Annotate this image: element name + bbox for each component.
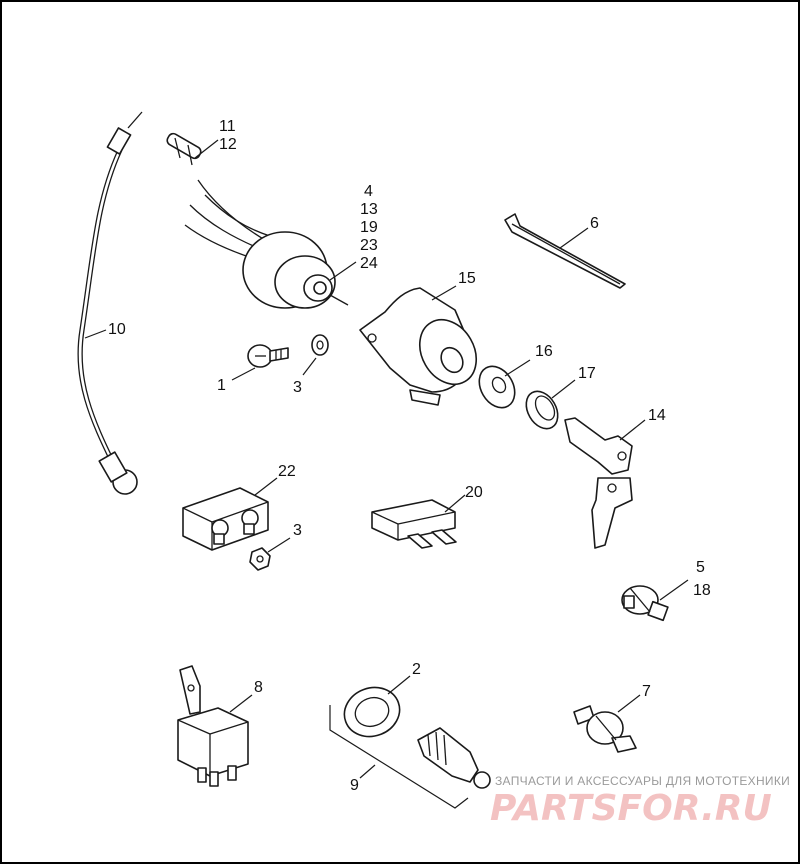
callout-15: 15 <box>458 270 476 287</box>
callout-9: 9 <box>350 777 359 794</box>
callout-6: 6 <box>590 215 599 232</box>
part-ignition-switch[interactable] <box>184 179 349 309</box>
callout-4: 4 <box>364 183 373 200</box>
part-nut[interactable] <box>249 547 271 571</box>
part-screw[interactable] <box>247 344 289 368</box>
callout-1: 1 <box>217 377 226 394</box>
callout-24: 24 <box>360 255 378 272</box>
callout-12: 12 <box>219 136 237 153</box>
callout-19: 19 <box>360 219 378 236</box>
leader-2 <box>387 675 411 695</box>
leader-15 <box>431 285 457 301</box>
watermark-logo: PARTSFOR.RU <box>490 788 772 829</box>
part-terminal-block[interactable] <box>182 487 269 551</box>
callout-13: 13 <box>360 201 378 218</box>
part-relay[interactable] <box>177 665 249 787</box>
part-fuse[interactable] <box>165 132 202 166</box>
callout-18: 18 <box>693 582 711 599</box>
leader-20 <box>444 494 466 513</box>
kit-bracket <box>329 705 469 809</box>
leader-14 <box>619 419 646 441</box>
leader-10 <box>84 329 107 339</box>
part-sensor[interactable] <box>417 727 491 789</box>
callout-3a: 3 <box>293 379 302 396</box>
part-pressure-switch[interactable] <box>621 585 669 622</box>
callout-8: 8 <box>254 679 263 696</box>
leader-3b <box>267 537 291 553</box>
leader-1 <box>231 367 256 381</box>
part-seal-ring[interactable] <box>337 680 406 744</box>
callout-16: 16 <box>535 343 553 360</box>
callout-20: 20 <box>465 484 483 501</box>
leader-7 <box>617 694 641 713</box>
part-keys[interactable] <box>564 417 633 549</box>
leader-16 <box>504 359 531 377</box>
leader-9 <box>359 764 376 779</box>
part-switch-housing[interactable] <box>359 287 488 406</box>
part-pressure-sender[interactable] <box>573 705 637 753</box>
part-retaining-nut[interactable] <box>520 386 564 435</box>
leader-11 <box>194 139 219 159</box>
leader-3a <box>302 357 317 376</box>
callout-22: 22 <box>278 463 296 480</box>
callout-17: 17 <box>578 365 596 382</box>
leader-6 <box>559 227 589 249</box>
callout-11: 11 <box>219 118 236 135</box>
callout-10: 10 <box>108 321 126 338</box>
leader-5 <box>659 579 689 601</box>
callout-2: 2 <box>412 661 421 678</box>
leader-8 <box>229 694 253 713</box>
callout-7: 7 <box>642 683 651 700</box>
callout-14: 14 <box>648 407 666 424</box>
part-cable-tie[interactable] <box>504 213 626 289</box>
part-lock-plate[interactable] <box>472 360 522 414</box>
leader-17 <box>551 379 576 399</box>
leader-22 <box>254 477 278 496</box>
part-washer[interactable] <box>311 334 329 356</box>
callout-5: 5 <box>696 559 705 576</box>
leader-switch <box>329 261 357 281</box>
callout-23: 23 <box>360 237 378 254</box>
watermark-tagline: ЗАПЧАСТИ И АКСЕССУАРЫ ДЛЯ МОТОТЕХНИКИ <box>495 774 790 788</box>
part-wire-lead[interactable] <box>77 111 143 495</box>
part-maxi-fuse[interactable] <box>371 499 457 549</box>
callout-3b: 3 <box>293 522 302 539</box>
